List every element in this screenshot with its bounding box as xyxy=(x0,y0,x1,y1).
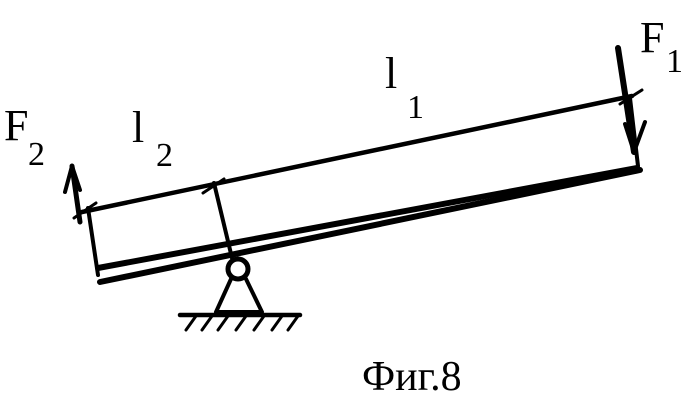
label-f2: F 2 xyxy=(4,101,45,173)
label-f1-subscript: 1 xyxy=(666,43,683,80)
label-l1-letter: l xyxy=(385,49,397,98)
label-f2-letter: F xyxy=(4,101,28,150)
force-f2-arrow xyxy=(65,166,80,222)
label-l2: l 2 xyxy=(132,103,173,174)
figure-caption: Фиг.8 xyxy=(362,354,462,400)
ground-hatching xyxy=(186,316,298,330)
label-l2-subscript: 2 xyxy=(156,137,173,174)
label-f2-subscript: 2 xyxy=(28,136,45,173)
lever-top-edge xyxy=(98,168,637,268)
label-f1: F 1 xyxy=(640,13,683,80)
label-l2-letter: l xyxy=(132,103,144,152)
lever-bottom-edge xyxy=(100,170,640,282)
extension-line-left xyxy=(88,208,98,275)
label-f1-letter: F xyxy=(640,13,664,62)
fulcrum-support xyxy=(180,259,300,330)
label-l1: l 1 xyxy=(385,49,424,126)
support-triangle xyxy=(216,279,262,312)
pivot-hinge xyxy=(228,259,248,279)
label-l1-subscript: 1 xyxy=(407,89,424,126)
lever-bar xyxy=(98,168,640,282)
